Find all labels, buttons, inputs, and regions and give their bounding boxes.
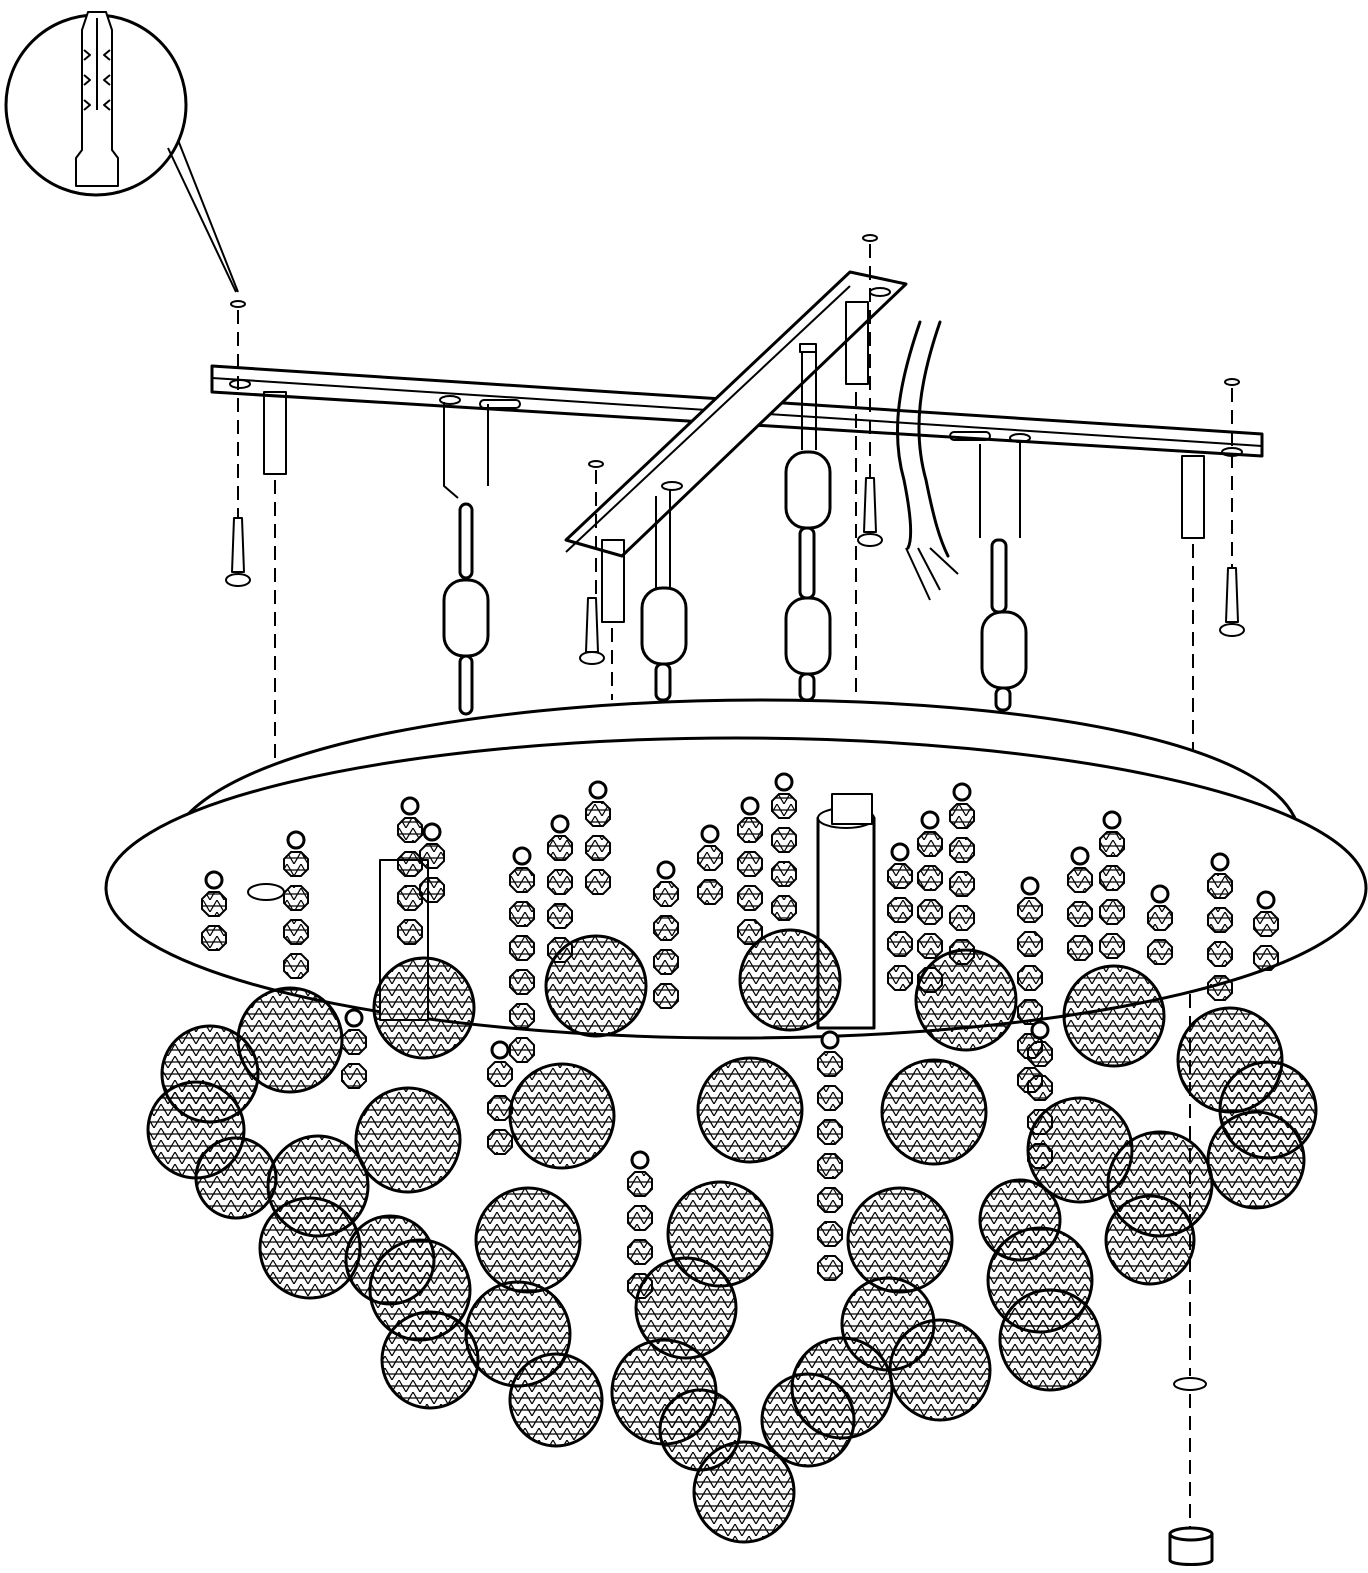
crystal-strand — [1253, 890, 1279, 971]
chain — [442, 344, 1028, 716]
crystal-ball — [194, 1136, 278, 1220]
crystal-ball — [978, 1178, 1062, 1262]
crystal-ball — [880, 1058, 988, 1166]
crystal-balls — [146, 928, 1318, 1544]
screw — [225, 477, 1245, 665]
crystal-strand — [1207, 852, 1233, 1001]
crystal-strand — [547, 814, 573, 963]
crystal-ball — [236, 986, 344, 1094]
crystal-strand — [419, 822, 445, 903]
crystal-strand — [283, 830, 309, 979]
crystal-ball — [1104, 1194, 1196, 1286]
crystal-strand — [627, 1150, 653, 1299]
crystal-strand — [509, 846, 535, 1063]
crystal-strand — [1067, 846, 1093, 961]
power-cable — [895, 320, 959, 601]
crystal-strand — [697, 824, 723, 905]
crystal-ball — [380, 1310, 480, 1410]
crystal-strand — [653, 860, 679, 1009]
crystal-strand — [585, 780, 611, 895]
cap-nut — [1173, 1377, 1207, 1391]
crystal-strand — [771, 772, 797, 921]
crystal-ball — [508, 1062, 616, 1170]
crystal-strand — [487, 1040, 513, 1155]
mounting-bracket-cross — [564, 270, 908, 558]
crystal-strand — [397, 796, 423, 945]
crystal-ball — [840, 1276, 936, 1372]
crystal-strands — [201, 772, 1279, 1299]
crystal-strand — [737, 796, 763, 945]
crystal-ball — [1206, 1110, 1306, 1210]
wall-plug — [263, 301, 1205, 623]
crystal-strand — [341, 1008, 367, 1089]
crystal-ball — [372, 956, 476, 1060]
crystal-ball — [544, 934, 648, 1038]
crystal-strand — [817, 1030, 843, 1281]
crystal-ball — [846, 1186, 954, 1294]
end-cap — [1168, 1526, 1214, 1566]
crystal-strand — [887, 842, 913, 991]
crystal-strand — [201, 870, 227, 951]
crystal-ball — [508, 1352, 604, 1448]
crystal-ball — [696, 1056, 804, 1164]
crystal-ball — [354, 1086, 462, 1194]
alignment-lines — [237, 244, 1233, 1530]
crystal-strand — [1099, 810, 1125, 959]
crystal-ball — [658, 1388, 742, 1472]
crystal-ball — [344, 1214, 436, 1306]
crystal-strand — [917, 810, 943, 993]
crystal-ball — [998, 1288, 1102, 1392]
crystal-ball — [738, 928, 842, 1032]
crystal-ball — [474, 1186, 582, 1294]
crystal-strand — [949, 782, 975, 965]
crystal-strand — [1147, 884, 1173, 965]
crystal-ball — [258, 1196, 362, 1300]
crystal-strand — [1027, 1020, 1053, 1169]
crystal-ball — [692, 1440, 796, 1544]
wall-plug-detail — [4, 11, 239, 293]
crystal-ball — [634, 1256, 738, 1360]
crystal-ball — [1062, 964, 1166, 1068]
